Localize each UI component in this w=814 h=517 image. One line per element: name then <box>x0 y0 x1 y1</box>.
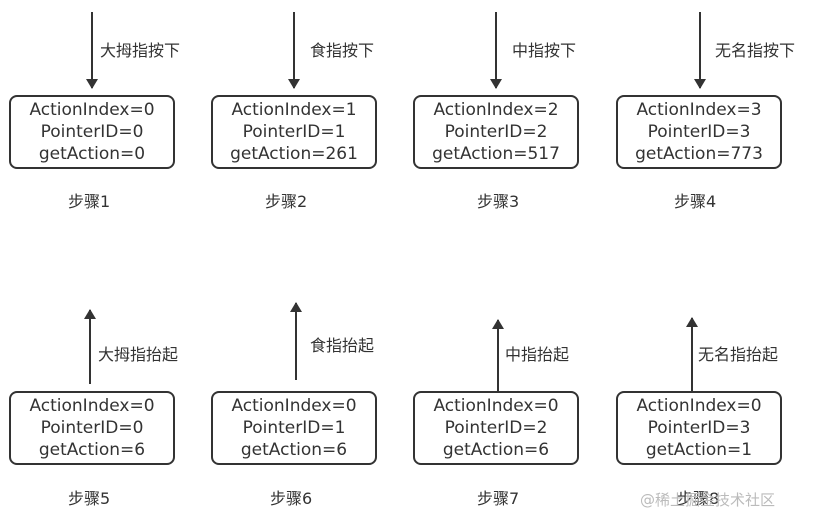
action-label-5: 大拇指抬起 <box>98 345 179 364</box>
get-action-text: getAction=6 <box>240 440 348 460</box>
step-label-6: 步骤6 <box>270 489 313 508</box>
action-index-text: ActionIndex=1 <box>231 100 357 120</box>
action-label-6: 食指抬起 <box>310 336 375 355</box>
step-label-5: 步骤5 <box>68 489 111 508</box>
action-label-8: 无名指抬起 <box>698 345 779 364</box>
step-label-4: 步骤4 <box>674 192 717 211</box>
get-action-text: getAction=6 <box>38 440 146 460</box>
pointer-id-text: PointerID=3 <box>647 418 751 438</box>
step-label-7: 步骤7 <box>477 489 520 508</box>
step-label-3: 步骤3 <box>477 192 520 211</box>
action-label-2: 食指按下 <box>310 41 375 60</box>
pointer-id-text: PointerID=2 <box>444 122 548 142</box>
pointer-state-box-7: ActionIndex=0 PointerID=2 getAction=6 <box>413 391 579 465</box>
pointer-state-box-2: ActionIndex=1 PointerID=1 getAction=261 <box>211 95 377 169</box>
get-action-text: getAction=261 <box>230 144 358 164</box>
pointer-id-text: PointerID=2 <box>444 418 548 438</box>
action-index-text: ActionIndex=3 <box>636 100 762 120</box>
step-label-8: 步骤8 <box>677 489 720 508</box>
pointer-id-text: PointerID=1 <box>242 418 346 438</box>
action-label-4: 无名指按下 <box>715 41 796 60</box>
get-action-text: getAction=517 <box>432 144 560 164</box>
pointer-state-box-1: ActionIndex=0 PointerID=0 getAction=0 <box>9 95 175 169</box>
get-action-text: getAction=0 <box>38 144 146 164</box>
action-index-text: ActionIndex=0 <box>433 396 559 416</box>
pointer-state-box-3: ActionIndex=2 PointerID=2 getAction=517 <box>413 95 579 169</box>
pointer-id-text: PointerID=0 <box>40 122 144 142</box>
pointer-id-text: PointerID=1 <box>242 122 346 142</box>
get-action-text: getAction=6 <box>442 440 550 460</box>
action-label-7: 中指抬起 <box>505 345 570 364</box>
pointer-id-text: PointerID=0 <box>40 418 144 438</box>
get-action-text: getAction=773 <box>635 144 763 164</box>
action-label-3: 中指按下 <box>512 41 577 60</box>
step-label-1: 步骤1 <box>68 192 111 211</box>
action-label-1: 大拇指按下 <box>100 41 181 60</box>
action-index-text: ActionIndex=2 <box>433 100 559 120</box>
watermark: @稀土掘金技术社区 <box>640 491 776 509</box>
action-index-text: ActionIndex=0 <box>29 100 155 120</box>
pointer-state-box-4: ActionIndex=3 PointerID=3 getAction=773 <box>616 95 782 169</box>
step-label-2: 步骤2 <box>265 192 308 211</box>
get-action-text: getAction=1 <box>645 440 753 460</box>
action-index-text: ActionIndex=0 <box>29 396 155 416</box>
pointer-state-box-6: ActionIndex=0 PointerID=1 getAction=6 <box>211 391 377 465</box>
action-index-text: ActionIndex=0 <box>636 396 762 416</box>
action-index-text: ActionIndex=0 <box>231 396 357 416</box>
pointer-state-box-8: ActionIndex=0 PointerID=3 getAction=1 <box>616 391 782 465</box>
pointer-id-text: PointerID=3 <box>647 122 751 142</box>
pointer-state-box-5: ActionIndex=0 PointerID=0 getAction=6 <box>9 391 175 465</box>
